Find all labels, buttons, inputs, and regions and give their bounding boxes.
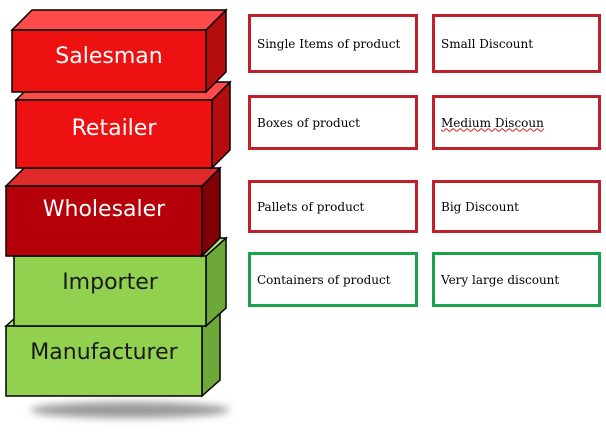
quantity-text: Single Items of product <box>257 36 401 51</box>
stack-shadow <box>30 402 230 418</box>
quantity-text: Pallets of product <box>257 199 365 214</box>
box-wholesaler <box>4 166 222 258</box>
level-label-salesman: Salesman <box>55 44 163 69</box>
stack-graphics <box>4 8 232 418</box>
box-salesman <box>10 8 228 94</box>
level-label-wholesaler: Wholesaler <box>42 197 166 222</box>
discount-card-salesman: Small Discount <box>432 14 601 73</box>
discount-card-retailer: Medium Discoun <box>432 95 601 150</box>
quantity-card-wholesaler: Pallets of product <box>248 180 418 233</box>
supply-chain-stack: Salesman Retailer Wholesaler Importer Ma… <box>0 0 240 428</box>
discount-text: Very large discount <box>441 272 560 287</box>
discount-text: Small Discount <box>441 36 534 51</box>
discount-card-importer: Very large discount <box>432 252 601 307</box>
discount-text: Medium Discoun <box>441 115 544 130</box>
discount-text: Big Discount <box>441 199 519 214</box>
quantity-text: Boxes of product <box>257 115 360 130</box>
discount-card-wholesaler: Big Discount <box>432 180 601 233</box>
quantity-text: Containers of product <box>257 272 391 287</box>
quantity-card-retailer: Boxes of product <box>248 95 418 150</box>
level-label-importer: Importer <box>62 270 158 295</box>
quantity-card-salesman: Single Items of product <box>248 14 418 73</box>
quantity-card-importer: Containers of product <box>248 252 418 307</box>
level-label-retailer: Retailer <box>71 116 157 141</box>
level-label-manufacturer: Manufacturer <box>30 340 178 365</box>
